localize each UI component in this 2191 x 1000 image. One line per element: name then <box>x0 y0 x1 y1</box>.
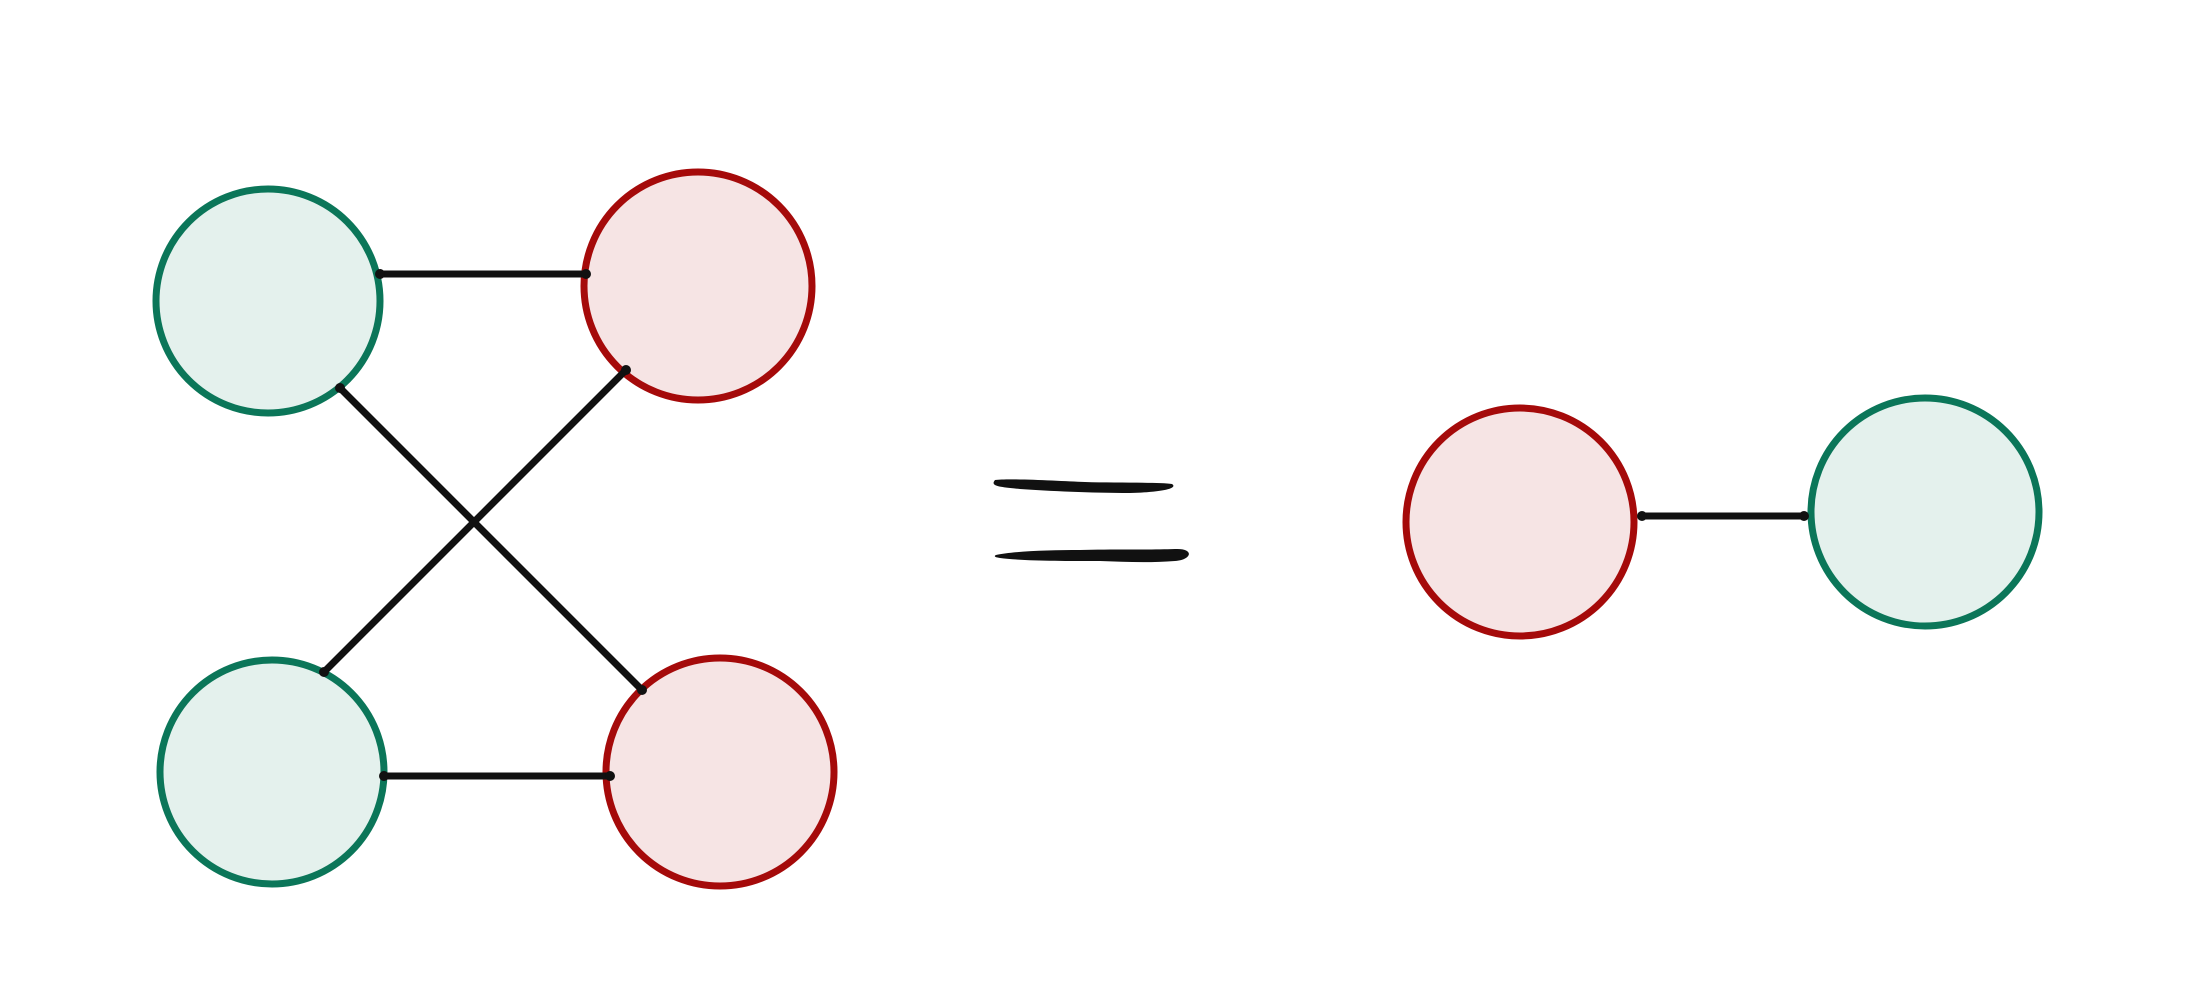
edge-g2-r1-endpoint-2 <box>621 365 631 375</box>
node-red-r3 <box>1402 404 1638 640</box>
node-green-g2 <box>156 656 388 888</box>
equals-sign <box>993 479 1189 563</box>
edge-g1-r2-endpoint-1 <box>335 383 345 393</box>
node-green-g1 <box>152 185 384 417</box>
left-graph <box>152 168 838 890</box>
edge-r3-g3-endpoint-1 <box>1637 511 1647 521</box>
edge-g1-r2 <box>336 384 646 694</box>
node-red-r2 <box>602 654 838 890</box>
edge-g2-r2-endpoint-2 <box>605 771 615 781</box>
right-graph <box>1402 394 2043 640</box>
edge-g1-r1-endpoint-2 <box>581 269 591 279</box>
node-green-g3 <box>1807 394 2043 630</box>
edge-g1-r2-endpoint-2 <box>637 685 647 695</box>
edge-g2-r2-endpoint-1 <box>379 771 389 781</box>
edge-g1-r1-endpoint-1 <box>375 269 385 279</box>
edge-g2-r1-endpoint-1 <box>319 667 329 677</box>
equals-bottom-stroke <box>994 548 1189 563</box>
edge-g2-r1 <box>320 366 630 676</box>
edge-r3-g3-endpoint-2 <box>1799 511 1809 521</box>
equals-top-stroke <box>993 479 1174 493</box>
node-red-r1 <box>580 168 816 404</box>
